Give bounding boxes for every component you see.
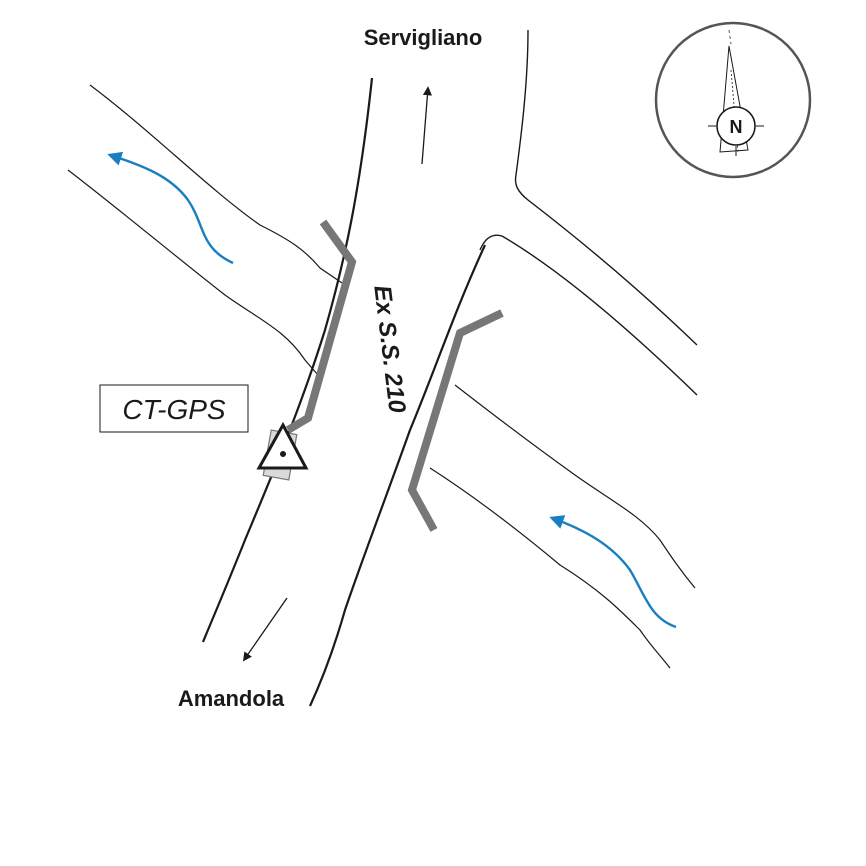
flow-arrow-icon: [107, 151, 234, 265]
river-bank-south-upper: [67, 169, 319, 376]
river-bank-north-lower: [454, 384, 696, 589]
side-road-lower-edge: [479, 234, 698, 396]
bridge-wall-east: [407, 309, 504, 532]
bridge-wall-west: [285, 219, 357, 434]
river-bank-south-lower: [429, 467, 671, 669]
place-label-north: Servigliano: [364, 25, 483, 50]
main-road-west-edge: [201, 77, 374, 643]
side-road-upper-edge: [514, 29, 698, 346]
bridge-walls: [285, 219, 504, 532]
main-road: [201, 77, 486, 707]
compass-rose-icon: N: [654, 21, 812, 179]
direction-arrow-icon: [242, 597, 288, 662]
triangle-dot-icon: [256, 421, 309, 470]
place-label-south: Amandola: [178, 686, 285, 711]
station-marker: [256, 421, 309, 481]
river-flow-arrows: [107, 151, 677, 629]
road-label: Ex S.S. 210: [368, 284, 410, 415]
direction-arrow-icon: [421, 86, 432, 165]
river-banks: [67, 84, 696, 669]
compass-label: N: [730, 117, 743, 137]
river-bank-north-upper: [89, 84, 346, 286]
side-road: [479, 29, 698, 396]
main-road-east-edge: [309, 244, 486, 707]
traffic-arrows: [242, 86, 432, 662]
station-label: CT-GPS: [122, 394, 226, 425]
flow-arrow-icon: [549, 515, 677, 629]
station-label-box: CT-GPS: [99, 384, 249, 433]
